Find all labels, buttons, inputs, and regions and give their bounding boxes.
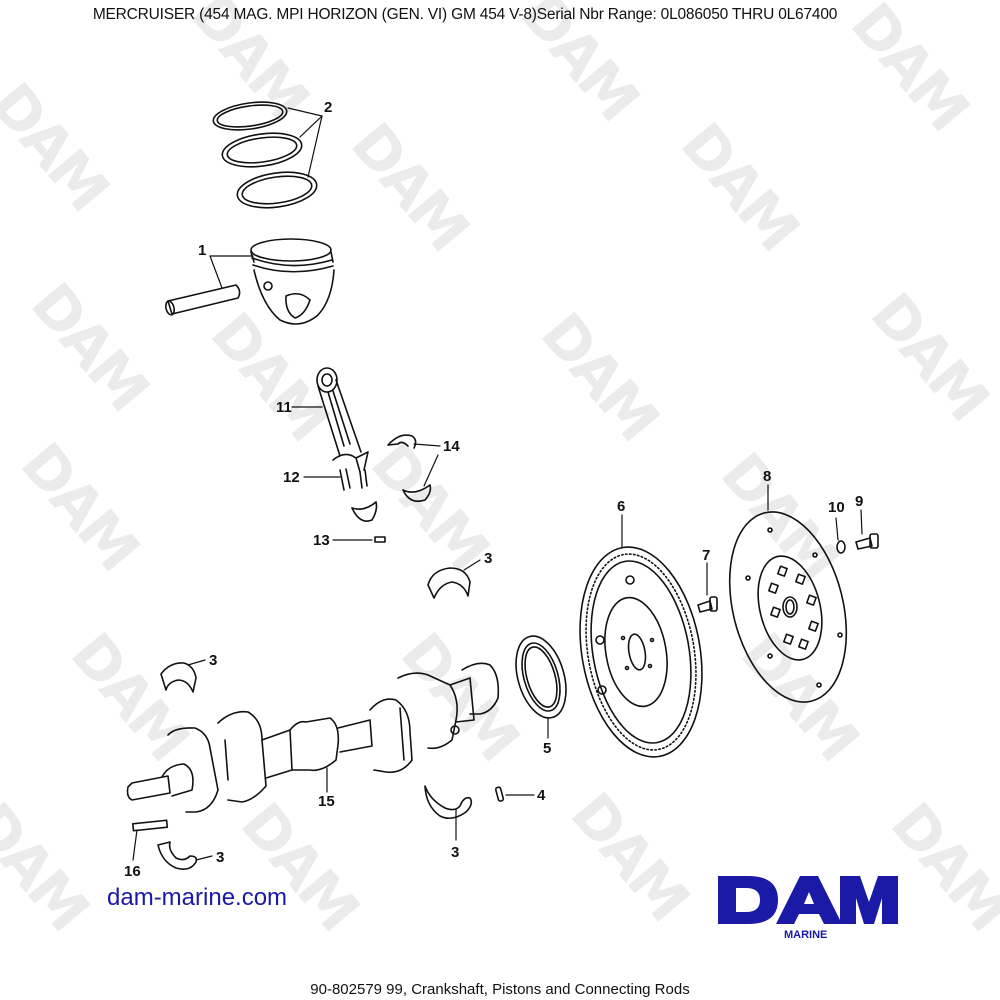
main-bearing: [160, 662, 197, 693]
rear-main-seal: [515, 635, 567, 719]
callout-label-12: 12: [283, 469, 300, 486]
lockwasher: [836, 540, 846, 554]
callout-label-3: 3: [451, 844, 459, 861]
callout-label-13: 13: [313, 532, 330, 549]
callout-10-leader: [835, 517, 839, 541]
callout-1-leaders: [209, 255, 254, 289]
main-bearing: [427, 567, 471, 599]
callout-label-6: 6: [617, 498, 625, 515]
callout-label-15: 15: [318, 793, 335, 810]
callout-label-8: 8: [763, 468, 771, 485]
callout-label-9: 9: [855, 493, 863, 510]
callout-3-leader: [187, 659, 206, 666]
flywheel: [579, 546, 703, 758]
dam-logo: [718, 876, 898, 924]
piston-rings: [212, 101, 318, 209]
dowel-pin: [494, 786, 505, 802]
callout-label-10: 10: [828, 499, 845, 516]
diagram-caption: 90-802579 99, Crankshaft, Pistons and Co…: [310, 981, 690, 998]
page-title: MERCRUISER (454 MAG. MPI HORIZON (GEN. V…: [92, 6, 838, 23]
piston-pin: [164, 284, 241, 316]
callout-3-leader: [463, 559, 481, 571]
callout-label-2: 2: [324, 99, 332, 116]
callout-label-7: 7: [702, 547, 710, 564]
flywheel-bolt: [697, 596, 718, 613]
callout-14-leaders: [413, 443, 441, 487]
callout-3-leader: [195, 855, 213, 861]
callout-2-leaders: [287, 107, 323, 178]
dowel: [374, 536, 386, 543]
rod-bearings: [351, 434, 432, 522]
piston: [250, 238, 335, 325]
callout-16-leader: [132, 829, 138, 861]
connecting-rod: [316, 367, 369, 491]
website-link[interactable]: dam-marine.com: [107, 884, 288, 911]
callout-label-1: 1: [198, 242, 206, 259]
main-bearing: [157, 841, 198, 870]
drive-plate: [728, 511, 848, 703]
crankshaft: [126, 662, 500, 813]
callout-label-16: 16: [124, 863, 141, 880]
pin: [131, 819, 169, 832]
main-bearing: [424, 785, 473, 820]
callout-label-5: 5: [543, 740, 551, 757]
bolt: [855, 533, 879, 550]
callout-label-3: 3: [216, 849, 224, 866]
callout-9-leader: [860, 509, 863, 535]
callout-label-3: 3: [484, 550, 492, 567]
logo-subtext: MARINE: [784, 929, 828, 941]
callout-label-11: 11: [276, 399, 292, 416]
callout-label-3: 3: [209, 652, 217, 669]
callout-label-4: 4: [537, 787, 546, 804]
callout-label-14: 14: [443, 438, 460, 455]
